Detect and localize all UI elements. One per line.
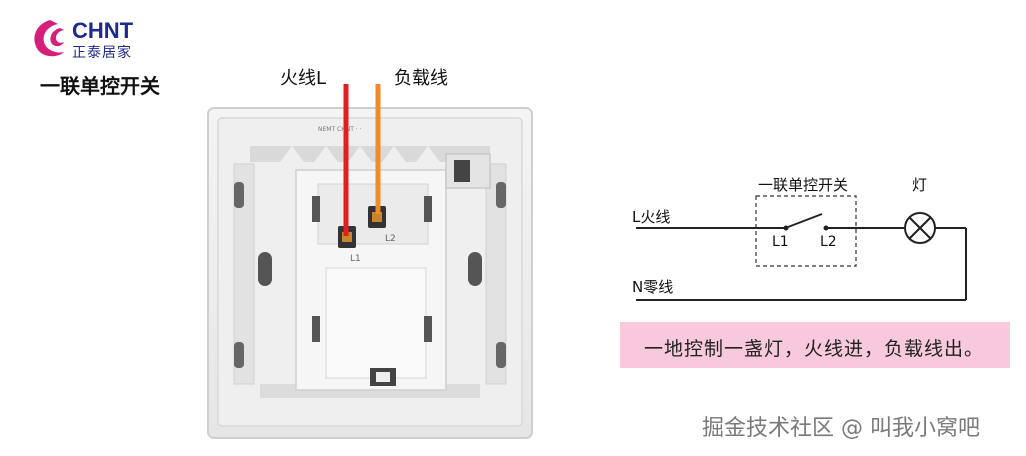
brand-name-en: CHNT <box>72 18 134 43</box>
diagram-switch-label: 一联单控开关 <box>758 176 849 194</box>
note-text: 一地控制一盏灯，火线进，负载线出。 <box>644 338 985 360</box>
diagram-terminal-l1: L1 <box>772 234 789 250</box>
panel-print-text: NEMT CHNT · · <box>318 126 362 133</box>
brand-name-cn: 正泰居家 <box>72 45 132 61</box>
diagram-neutral-line-label: N零线 <box>632 278 674 296</box>
watermark: 掘金技术社区 @ 叫我小窝吧 <box>702 416 980 441</box>
switch-back-panel <box>207 107 533 439</box>
note-box <box>620 322 1010 368</box>
switch-contact-icon <box>783 225 789 231</box>
panel-terminal-l1: L1 <box>350 254 361 264</box>
page-title: 一联单控开关 <box>40 74 160 98</box>
live-wire-label: 火线L <box>280 68 327 89</box>
switch-box <box>755 195 857 267</box>
chnt-logo-icon <box>34 20 64 57</box>
diagram-live-line-label: L火线 <box>632 208 671 226</box>
load-wire-label: 负载线 <box>394 68 448 89</box>
diagram-terminal-l2: L2 <box>820 234 837 250</box>
panel-terminal-l2: L2 <box>385 234 396 244</box>
diagram-lamp-label: 灯 <box>912 176 928 194</box>
